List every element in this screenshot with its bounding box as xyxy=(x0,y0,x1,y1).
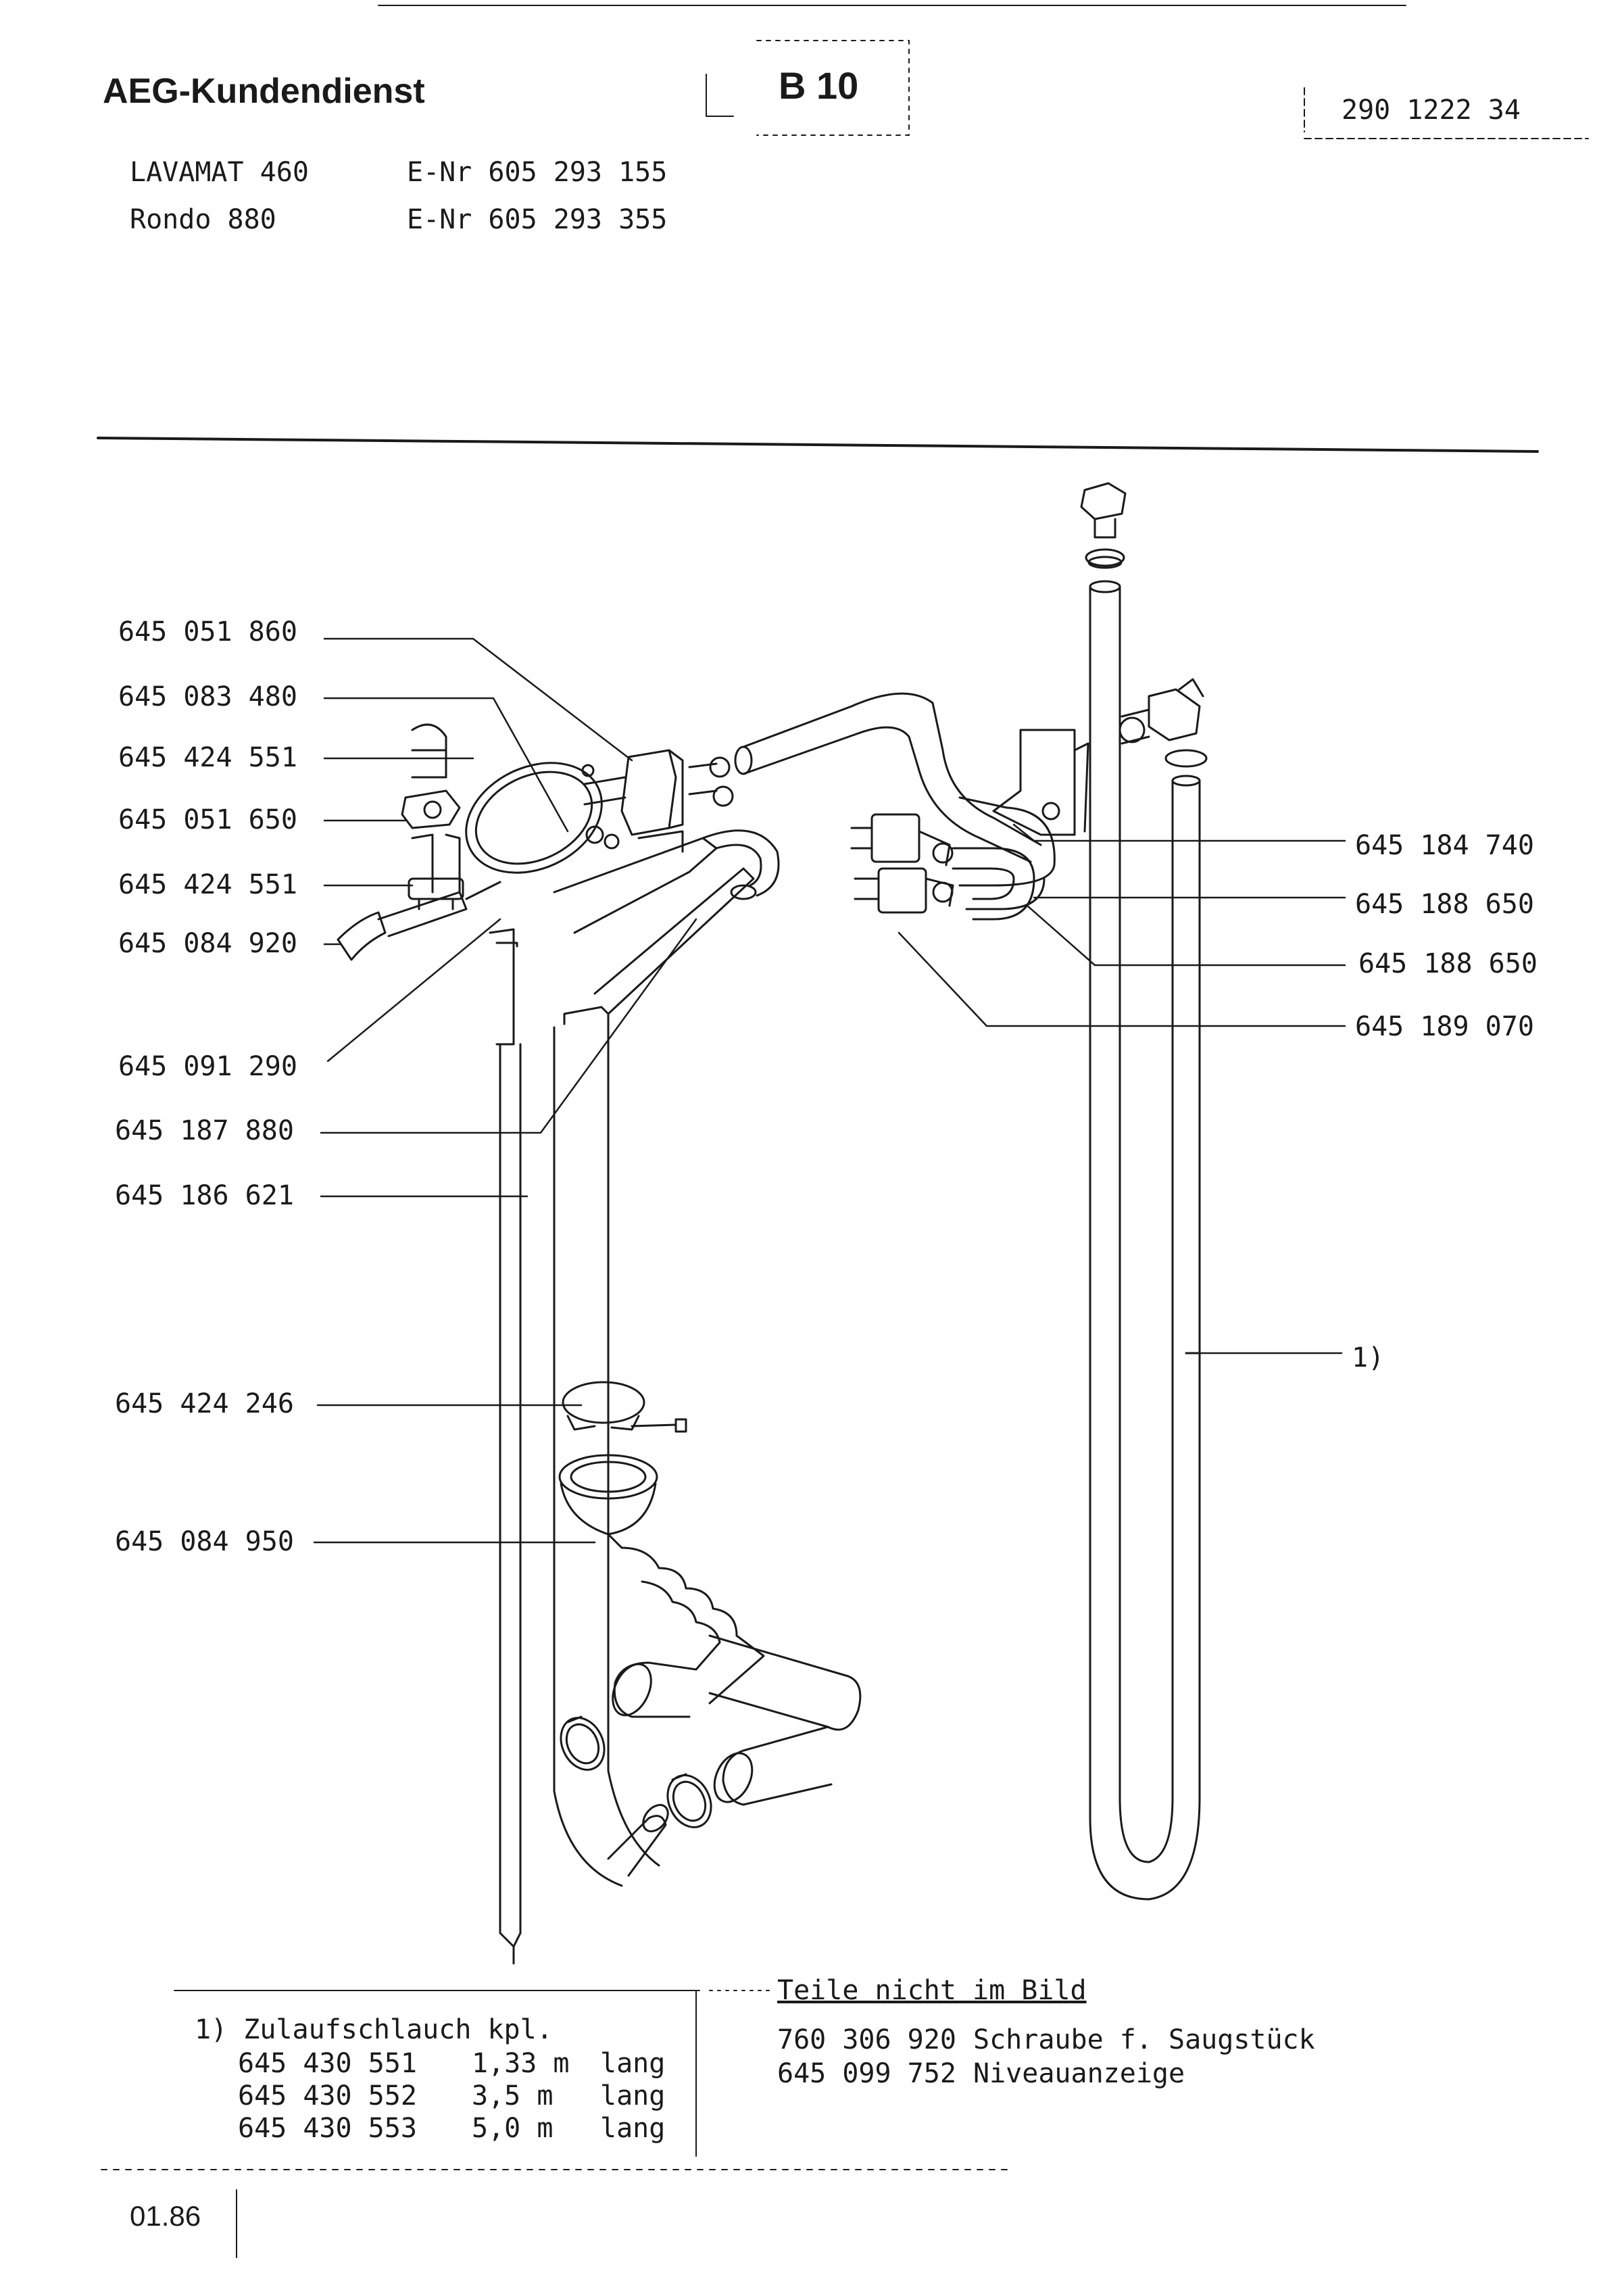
header-rules xyxy=(97,5,1589,453)
diagonal-brace xyxy=(553,829,780,1015)
footnote-part-3: 645 430 553 xyxy=(238,2113,417,2144)
callout-label-left-5: 645 424 551 xyxy=(118,869,297,900)
small-hoses-left xyxy=(337,723,501,961)
document-number: 290 1222 34 xyxy=(1342,95,1521,126)
callout-label-left-10: 645 424 246 xyxy=(115,1388,294,1419)
model-enr-2: E-Nr 605 293 355 xyxy=(407,204,668,235)
outlet-y-branch xyxy=(612,1634,862,1806)
not-pictured-part-1: 760 306 920 xyxy=(777,2024,956,2055)
footnote-part-1: 645 430 551 xyxy=(238,2048,417,2079)
footnote-note-3: lang xyxy=(600,2113,666,2144)
leader-lines-right xyxy=(898,823,1346,1354)
footnote-length-1: 1,33 m xyxy=(472,2048,570,2079)
callout-label-left-11: 645 084 950 xyxy=(115,1526,294,1557)
upper-connecting-hose xyxy=(734,692,1042,863)
callout-label-left-9: 645 186 621 xyxy=(115,1180,294,1211)
callout-label-left-7: 645 091 290 xyxy=(118,1051,297,1082)
callout-label-left-6: 645 084 920 xyxy=(118,928,297,959)
not-pictured-desc-2: Niveauanzeige xyxy=(973,2058,1185,2089)
footnote-length-3: 5,0 m xyxy=(472,2113,554,2144)
footnote-note-2: lang xyxy=(600,2080,666,2111)
air-trap-standpipe xyxy=(489,928,660,1965)
not-pictured-title: Teile nicht im Bild xyxy=(777,1975,1087,2006)
model-enr-1: E-Nr 605 293 155 xyxy=(407,157,668,188)
callout-label-left-1: 645 051 860 xyxy=(118,616,297,648)
solenoid-valves xyxy=(850,813,954,914)
detergent-dispenser xyxy=(581,749,734,853)
pump-bellows xyxy=(558,1454,765,1705)
issue-date: 01.86 xyxy=(130,2200,201,2232)
model-name-1: LAVAMAT 460 xyxy=(130,157,309,188)
footnote-length-2: 3,5 m xyxy=(472,2080,554,2111)
brand-title: AEG-Kundendienst xyxy=(103,72,425,111)
callout-label-right-1: 645 184 740 xyxy=(1355,830,1534,861)
outlet-clamps xyxy=(560,1715,712,1828)
callout-label-left-4: 645 051 650 xyxy=(118,804,297,835)
callout-label-right-4: 645 189 070 xyxy=(1355,1011,1534,1042)
callout-label-left-8: 645 187 880 xyxy=(115,1115,294,1146)
model-name-2: Rondo 880 xyxy=(130,204,276,235)
callout-label-left-2: 645 083 480 xyxy=(118,681,297,712)
callout-label-left-3: 645 424 551 xyxy=(118,742,297,773)
footnote-part-2: 645 430 552 xyxy=(238,2080,417,2111)
callout-label-right-3: 645 188 650 xyxy=(1358,948,1538,979)
mounting-bracket xyxy=(992,729,1089,836)
standpipe-return-hose xyxy=(607,1804,669,1877)
oval-loop-hose xyxy=(465,762,603,874)
level-switch xyxy=(401,789,464,910)
not-pictured-part-2: 645 099 752 xyxy=(777,2058,956,2089)
sump-cap xyxy=(562,1381,687,1433)
not-pictured-desc-1: Schraube f. Saugstück xyxy=(973,2024,1315,2055)
valve-hoses xyxy=(952,796,1056,921)
footnote-box-frame xyxy=(101,1990,1014,2258)
callout-label-right-2: 645 188 650 xyxy=(1355,889,1534,920)
sheet-code: B 10 xyxy=(779,64,859,107)
footnote-title: 1) Zulaufschlauch kpl. xyxy=(195,2014,553,2045)
footnote-note-1: lang xyxy=(600,2048,666,2079)
inlet-hose xyxy=(1080,482,1208,1901)
callout-label-right-5: 1) xyxy=(1352,1342,1385,1373)
leader-lines-left xyxy=(313,637,697,1544)
